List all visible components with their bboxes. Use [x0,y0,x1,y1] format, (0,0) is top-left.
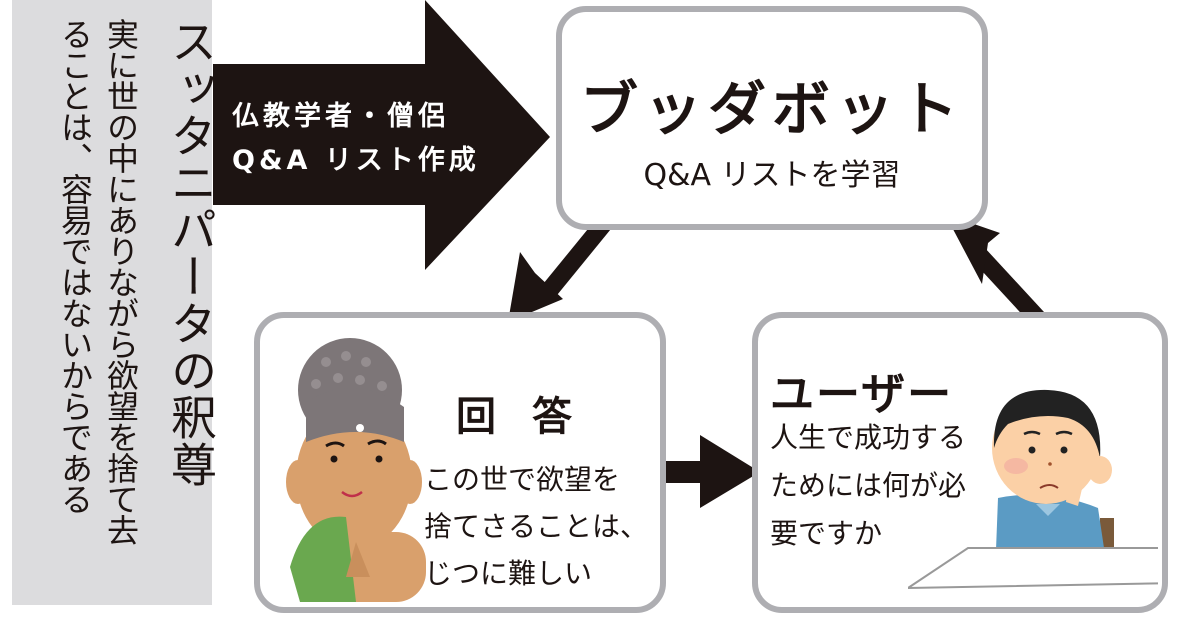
arrow-user-to-bot-icon [945,214,1044,323]
answer-text: この世で欲望を 捨てさることは、 じつに難しい [424,456,648,597]
bot-title: ブッダボット [579,75,964,143]
sidebar-title: スッタニパータの釈尊 [164,18,218,488]
answer-line-2: 捨てさることは、 [424,510,649,543]
answer-box: 回答 この世で欲望を 捨てさることは、 じつに難しい [254,312,666,613]
user-title: ユーザー [770,369,954,420]
input-arrow-line-1: 仏教学者・僧侶 [232,101,449,132]
answer-line-1: この世で欲望を [424,463,621,496]
answer-line-3: じつに難しい [424,557,593,590]
quote-line-2: ることは、容易ではないからである [56,18,94,514]
thinking-boy-illustration-icon [908,389,1158,590]
quote-line-1: 実に世の中にありながら欲望を捨て去 [102,18,140,545]
input-arrow-icon [213,0,550,270]
buddha-bot-box: ブッダボット Q&A リストを学習 [556,6,988,230]
buddha-illustration-icon [286,338,426,602]
input-arrow-line-2: Q&A リスト作成 [232,145,480,176]
arrow-answer-to-user-icon [657,435,760,508]
user-line-2: ためには何が必 [770,469,967,502]
user-question: 人生で成功する ためには何が必 要ですか [770,414,966,558]
bot-subtitle: Q&A リストを学習 [643,158,901,193]
user-line-3: 要ですか [770,517,883,550]
arrow-bot-to-answer-icon [508,213,615,322]
input-arrow-label: 仏教学者・僧侶 Q&A リスト作成 [232,95,480,183]
user-box: ユーザー 人生で成功する ためには何が必 要ですか [752,312,1168,613]
quote-sidebar: スッタニパータの釈尊 実に世の中にありながら欲望を捨て去 ることは、容易ではない… [12,0,218,605]
answer-title: 回答 [456,394,608,440]
user-line-1: 人生で成功する [770,421,967,454]
